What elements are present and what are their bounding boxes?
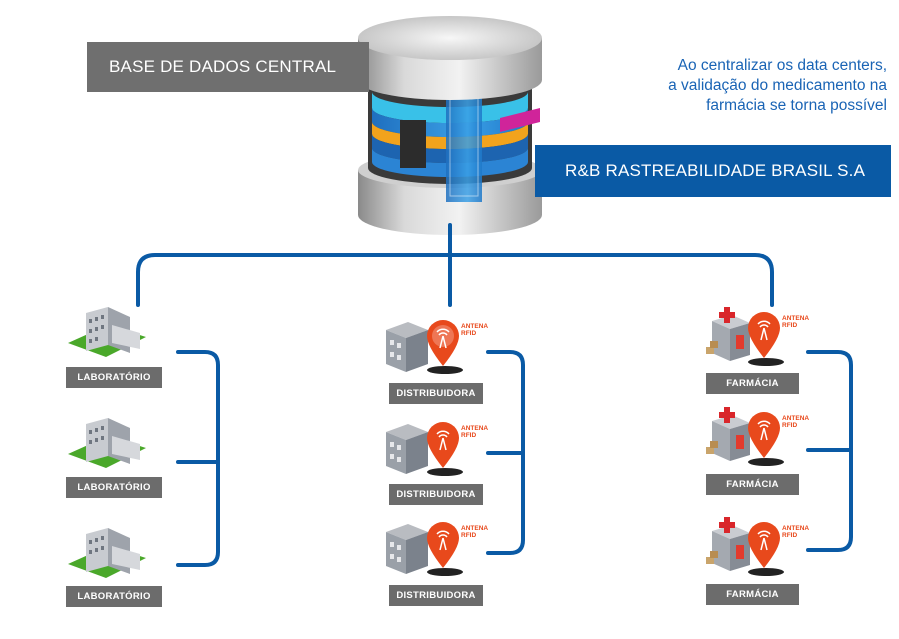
pharmacy-building-icon (706, 407, 750, 461)
node-label-laboratorio: LABORATÓRIO (66, 477, 162, 498)
laboratory-icon (68, 307, 146, 357)
laboratory-icon (68, 418, 146, 468)
rfid-antenna-icon (748, 412, 784, 466)
central-database-banner: BASE DE DADOS CENTRAL (87, 42, 369, 92)
distribution-building-icon (386, 524, 428, 574)
pharmacy-building-icon (706, 517, 750, 571)
caption-text: Ao centralizar os data centers, a valida… (587, 56, 887, 116)
caption-line: a validação do medicamento na (668, 77, 887, 94)
caption-line: Ao centralizar os data centers, (677, 57, 887, 74)
laboratory-icon (68, 528, 146, 578)
node-label-laboratorio: LABORATÓRIO (66, 367, 162, 388)
rfid-antenna-icon (748, 522, 784, 576)
distribution-building-icon (386, 424, 428, 474)
node-label-distribuidora: DISTRIBUIDORA (389, 484, 483, 505)
distribution-building-icon (386, 322, 428, 372)
node-label-laboratorio: LABORATÓRIO (66, 586, 162, 607)
rfid-antenna-icon (427, 320, 463, 374)
database-icon (358, 16, 542, 235)
node-label-farmacia: FARMÁCIA (706, 474, 799, 495)
rfid-antenna-icon (427, 522, 463, 576)
node-label-farmacia: FARMÁCIA (706, 584, 799, 605)
caption-line: farmácia se torna possível (706, 97, 887, 114)
company-banner: R&B RASTREABILIDADE BRASIL S.A (535, 145, 891, 197)
pharmacy-building-icon (706, 307, 750, 361)
node-label-farmacia: FARMÁCIA (706, 373, 799, 394)
node-label-distribuidora: DISTRIBUIDORA (389, 585, 483, 606)
connector-lines (136, 223, 853, 567)
node-label-distribuidora: DISTRIBUIDORA (389, 383, 483, 404)
rfid-antenna-icon (427, 422, 463, 476)
rfid-antenna-icon (748, 312, 784, 366)
